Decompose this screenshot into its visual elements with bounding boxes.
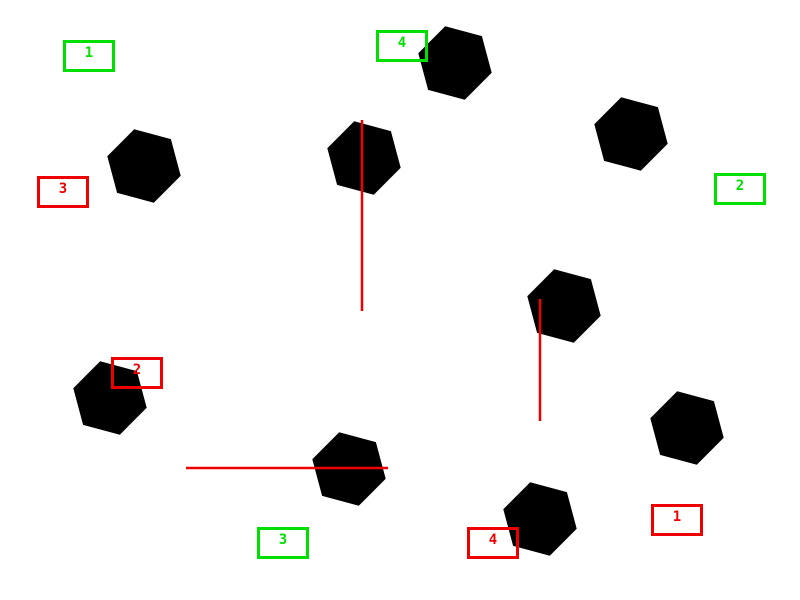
red-label-1-text: 1 bbox=[672, 509, 682, 525]
red-label-3: 3 bbox=[37, 176, 89, 208]
hexagon-top-right bbox=[594, 97, 668, 171]
green-label-3-text: 3 bbox=[278, 532, 288, 548]
hexagon-middle-right bbox=[527, 269, 601, 343]
hexagon-left bbox=[107, 129, 181, 203]
green-label-4-text: 4 bbox=[397, 35, 407, 51]
green-label-2-text: 2 bbox=[735, 178, 745, 194]
hexagon-center bbox=[327, 121, 401, 195]
hexagon-bottom-right bbox=[503, 482, 577, 556]
red-label-2: 2 bbox=[111, 357, 163, 389]
red-label-3-text: 3 bbox=[58, 181, 68, 197]
green-label-2: 2 bbox=[714, 173, 766, 205]
hexagon-top-center bbox=[418, 26, 492, 100]
hexagon-far-right bbox=[650, 391, 724, 465]
green-label-3: 3 bbox=[257, 527, 309, 559]
hexagon-lower-left bbox=[73, 361, 147, 435]
red-label-2-text: 2 bbox=[132, 362, 142, 378]
red-label-4: 4 bbox=[467, 527, 519, 559]
green-label-4: 4 bbox=[376, 30, 428, 62]
green-label-1: 1 bbox=[63, 40, 115, 72]
green-label-1-text: 1 bbox=[84, 45, 94, 61]
red-label-1: 1 bbox=[651, 504, 703, 536]
red-label-4-text: 4 bbox=[488, 532, 498, 548]
